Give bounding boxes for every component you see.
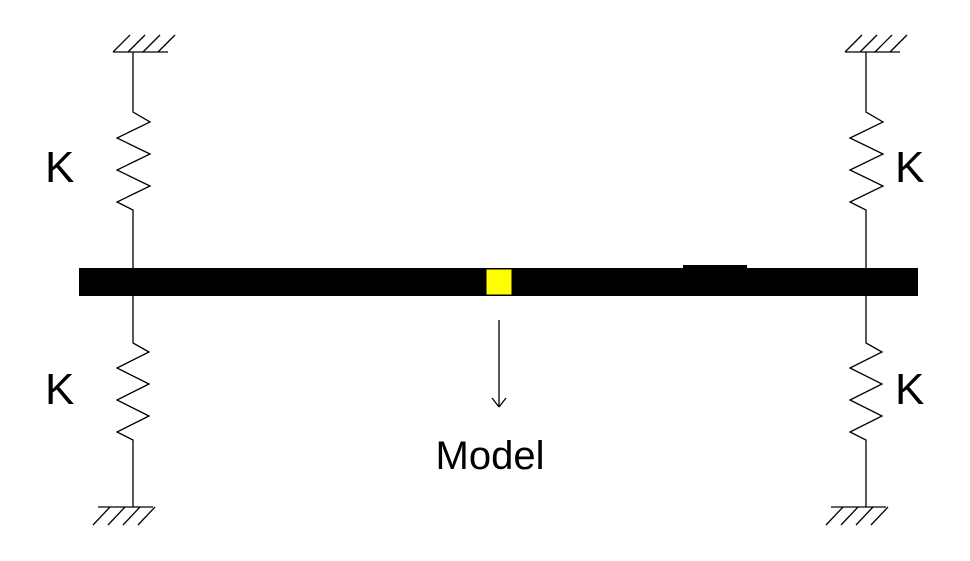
spring-bottom-right: [825, 296, 889, 526]
model-label: Model: [436, 434, 545, 478]
ground-hatch-bottom-right: [825, 506, 889, 526]
spring-coil-bottom-right: [848, 296, 884, 507]
spring-bottom-left: [92, 296, 156, 526]
ground-hatch-top-left: [112, 34, 176, 53]
spring-coil-top-left: [115, 52, 152, 268]
spring-label-bottom-left: K: [45, 365, 74, 414]
spring-label-bottom-right: K: [895, 365, 924, 414]
spring-top-left: [112, 34, 176, 268]
spring-label-top-right: K: [895, 143, 924, 192]
spring-top-right: [844, 34, 908, 268]
spring-coil-bottom-left: [115, 296, 151, 507]
ground-hatch-top-right: [844, 34, 908, 53]
spring-label-top-left: K: [45, 143, 74, 192]
spring-coil-top-right: [848, 52, 885, 268]
beam-joint-mark: [683, 265, 747, 269]
down-arrow-icon: [491, 320, 507, 408]
model-marker: [485, 268, 513, 296]
ground-hatch-bottom-left: [92, 506, 156, 526]
